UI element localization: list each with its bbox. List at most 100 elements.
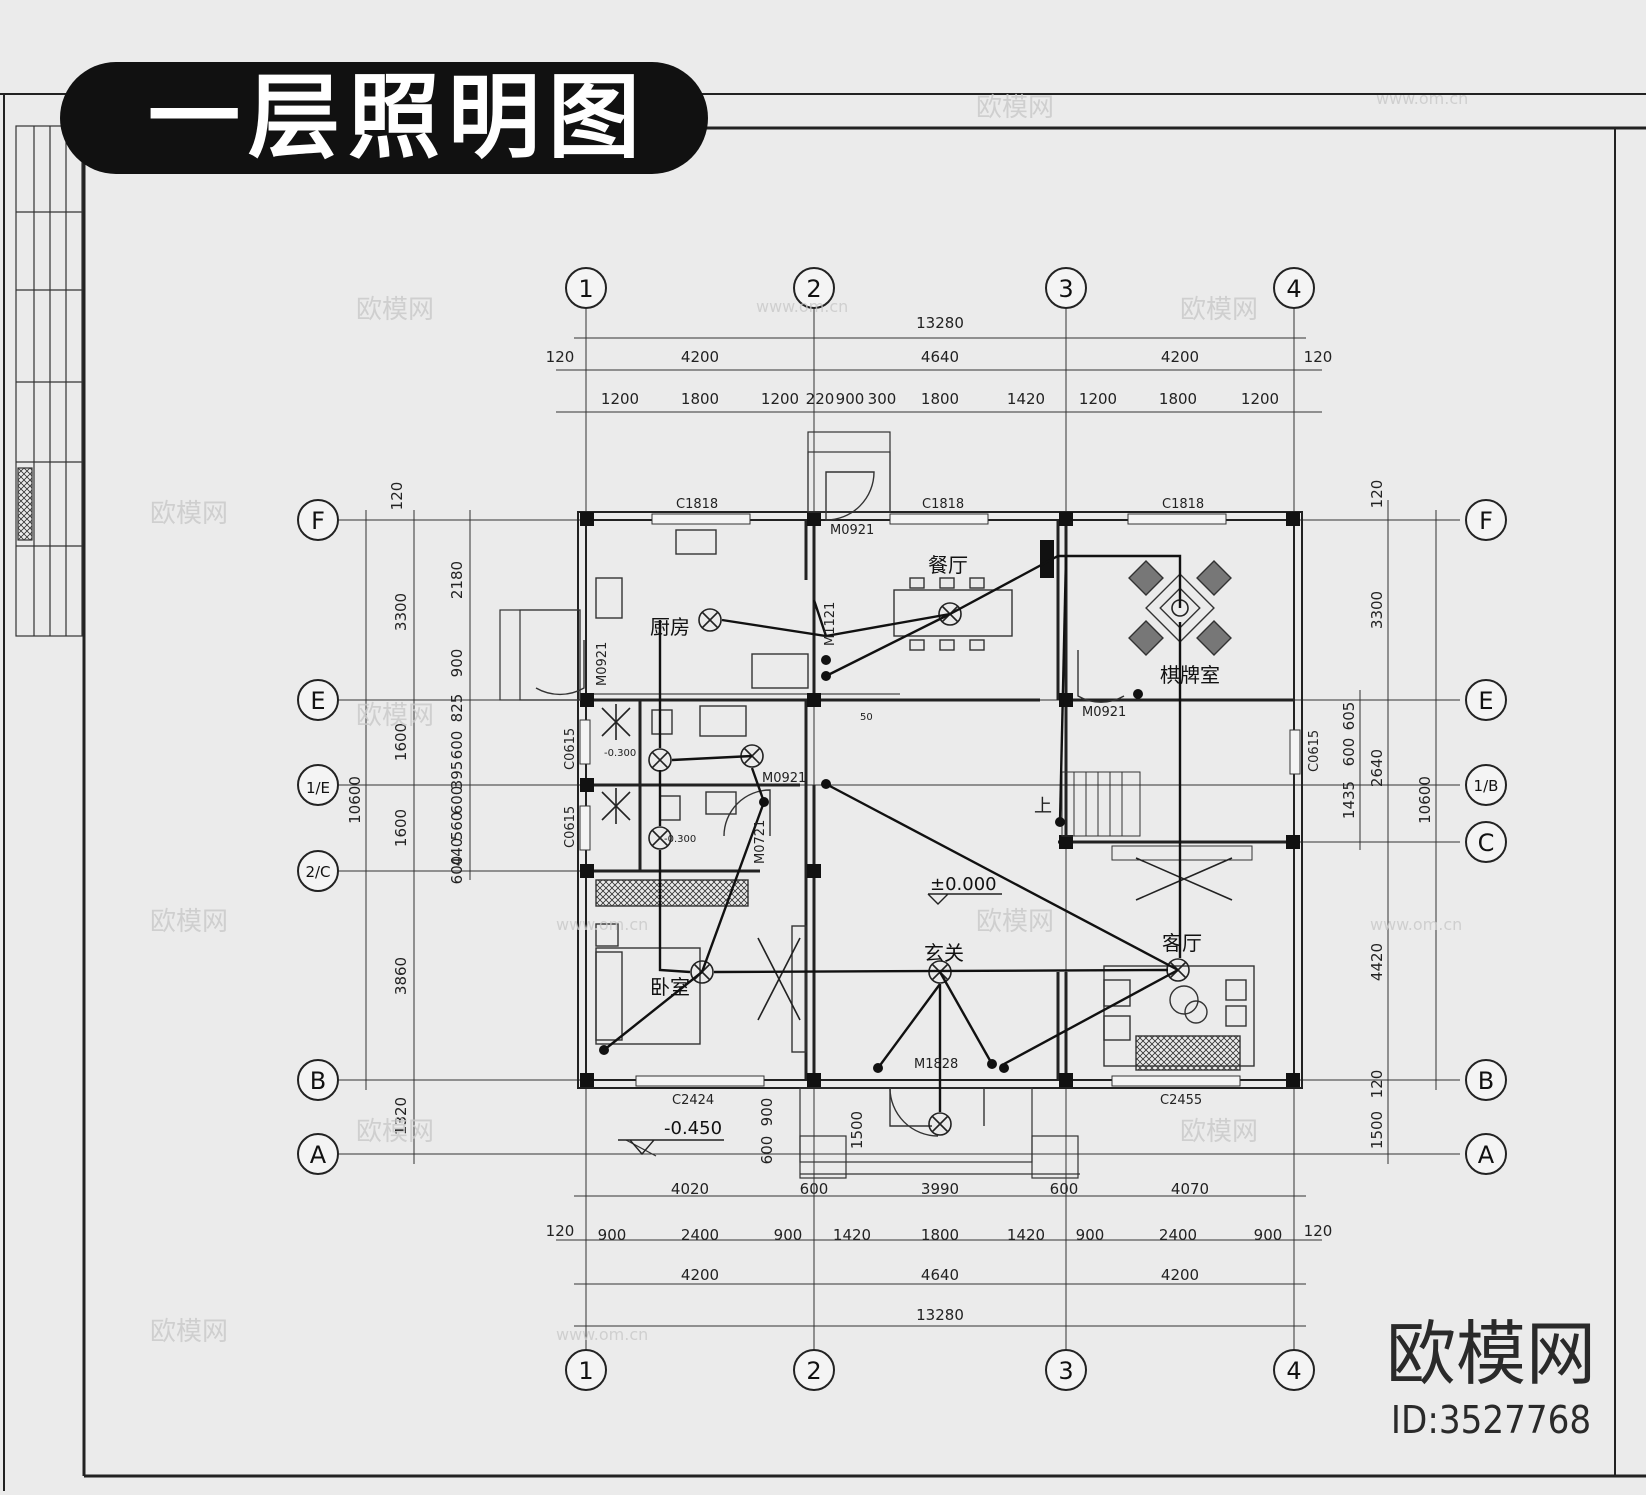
axis-bottom-4: 4 bbox=[1286, 1357, 1301, 1385]
dim-left-inner-5: 395 bbox=[448, 761, 466, 790]
dim-bottom-2-10: 900 bbox=[1254, 1226, 1283, 1244]
dim-bottom-2-6: 1800 bbox=[921, 1226, 959, 1244]
axis-right-e: E bbox=[1478, 687, 1493, 715]
dining-table bbox=[893, 589, 1013, 637]
light-entry-icon bbox=[928, 1112, 952, 1136]
dim-front-3: 1500 bbox=[848, 1111, 866, 1149]
dim-top-mid-5: 120 bbox=[1304, 348, 1333, 366]
dim-front-2: 600 bbox=[758, 1136, 776, 1165]
watermark-url-5: www.om.cn bbox=[556, 915, 648, 934]
axis-left-a: A bbox=[310, 1141, 327, 1169]
room-living-label: 客厅 bbox=[1162, 931, 1202, 955]
dim-right-inner-2: 600 bbox=[1340, 738, 1358, 767]
axis-left-2c: 2/C bbox=[305, 863, 330, 881]
axis-top-1: 1 bbox=[578, 275, 593, 303]
dim-right-mid-2: 3300 bbox=[1368, 591, 1386, 629]
dim-top-mid-1: 120 bbox=[546, 348, 575, 366]
chess-table bbox=[1145, 573, 1215, 643]
furniture bbox=[595, 529, 1255, 1071]
dim-left-inner-7: 560 bbox=[448, 812, 466, 841]
stair bbox=[1061, 771, 1253, 861]
dim-left-mid-4: 1600 bbox=[392, 809, 410, 847]
window-c0615-b: C0615 bbox=[563, 806, 578, 848]
watermark-url-6: www.om.cn bbox=[556, 1325, 648, 1344]
dim-bottom-2-1: 120 bbox=[546, 1222, 575, 1240]
axis-left-f: F bbox=[311, 507, 325, 535]
watermark-4: 欧模网 bbox=[150, 907, 228, 937]
watermark-url-2: www.om.cn bbox=[756, 297, 848, 316]
axis-left-b: B bbox=[310, 1067, 326, 1095]
brand-logo: 欧模网 bbox=[1386, 1313, 1596, 1395]
dim-top-detail-10: 1800 bbox=[1159, 390, 1197, 408]
dim-right-mid-3: 2640 bbox=[1368, 749, 1386, 787]
doors bbox=[535, 471, 1125, 1137]
dim-right-inner-3: 1435 bbox=[1340, 781, 1358, 819]
vertical-dimension-texts: 10600 120 3300 1600 1600 3860 1320 2180 … bbox=[346, 480, 1434, 1165]
window-c0615-right: C0615 bbox=[1307, 730, 1322, 772]
watermark-8: 欧模网 bbox=[1180, 295, 1258, 325]
axis-left-e: E bbox=[310, 687, 325, 715]
sill-level-a: -0.300 bbox=[604, 748, 636, 759]
watermark-6: 欧模网 bbox=[150, 1317, 228, 1347]
title-banner bbox=[60, 62, 708, 174]
fan-wc1-icon bbox=[601, 704, 631, 740]
dimension-texts: 13280 120 4200 4640 4200 120 1200 1800 1… bbox=[546, 314, 1333, 1324]
door-m0921-wc: M0921 bbox=[762, 771, 806, 786]
dim-left-mid-5: 3860 bbox=[392, 957, 410, 995]
dim-bottom-2-9: 2400 bbox=[1159, 1226, 1197, 1244]
dim-bottom-2-7: 1420 bbox=[1007, 1226, 1045, 1244]
watermark-url-3: www.om.cn bbox=[1376, 89, 1468, 108]
room-foyer-label: 玄关 bbox=[924, 941, 964, 965]
light-kitchen-icon bbox=[698, 608, 722, 632]
dim-top-detail-2: 1800 bbox=[681, 390, 719, 408]
watermark-5: 欧模网 bbox=[356, 1117, 434, 1147]
dim-bottom-1-1: 4020 bbox=[671, 1180, 709, 1198]
dim-left-inner-6: 600 bbox=[448, 786, 466, 815]
sill-level-b: -0.300 bbox=[664, 834, 696, 845]
watermark-3: 欧模网 bbox=[356, 701, 434, 731]
axis-bottom-2: 2 bbox=[806, 1357, 821, 1385]
door-m0921-chess: M0921 bbox=[1082, 705, 1126, 720]
windows bbox=[579, 513, 1301, 1087]
pendant-foyer-icon bbox=[757, 937, 801, 1021]
dim-left-inner-1: 2180 bbox=[448, 561, 466, 599]
dim-bottom-2-3: 2400 bbox=[681, 1226, 719, 1244]
wiring bbox=[603, 554, 1182, 1112]
axis-labels: 1 2 3 4 1 2 3 4 F E 1/E 2/C B A F E 1/B … bbox=[305, 275, 1498, 1385]
dim-bottom-1-2: 600 bbox=[800, 1180, 829, 1198]
door-m0721: M0721 bbox=[753, 820, 768, 864]
switch-dining-icon bbox=[821, 655, 831, 665]
dim-bottom-2-5: 1420 bbox=[833, 1226, 871, 1244]
dim-right-mid-1: 120 bbox=[1368, 480, 1386, 509]
axis-top-3: 3 bbox=[1058, 275, 1073, 303]
sheet-border bbox=[0, 93, 1646, 1491]
dim-bottom-3-1: 4200 bbox=[681, 1266, 719, 1284]
dim-top-detail-11: 1200 bbox=[1241, 390, 1279, 408]
door-m1828: M1828 bbox=[914, 1057, 958, 1072]
dim-left-mid-1: 120 bbox=[388, 482, 406, 511]
dim-right-inner-1: 605 bbox=[1340, 702, 1358, 731]
watermark-1: 欧模网 bbox=[356, 295, 434, 325]
dim-bottom-1-3: 3990 bbox=[921, 1180, 959, 1198]
axis-top-4: 4 bbox=[1286, 275, 1301, 303]
dim-left-inner-9: 600 bbox=[448, 856, 466, 885]
dim-top-mid-4: 4200 bbox=[1161, 348, 1199, 366]
watermark-url-4: www.om.cn bbox=[1370, 915, 1462, 934]
dim-right-total: 10600 bbox=[1416, 776, 1434, 824]
dim-bottom-2-8: 900 bbox=[1076, 1226, 1105, 1244]
dim-top-detail-4: 220 bbox=[806, 390, 835, 408]
columns bbox=[580, 512, 1300, 1087]
window-c1818-a: C1818 bbox=[676, 497, 718, 512]
dim-bottom-3-2: 4640 bbox=[921, 1266, 959, 1284]
dim-top-detail-8: 1420 bbox=[1007, 390, 1045, 408]
axis-right-a: A bbox=[1478, 1141, 1495, 1169]
axis-right-f: F bbox=[1479, 507, 1493, 535]
window-c2455: C2455 bbox=[1160, 1093, 1202, 1108]
window-c0615-a: C0615 bbox=[563, 728, 578, 770]
dim-left-inner-3: 825 bbox=[448, 694, 466, 723]
stair-up-label: 上 bbox=[1034, 796, 1052, 817]
switch-living-icon bbox=[999, 1063, 1009, 1073]
dim-bottom-1-5: 4070 bbox=[1171, 1180, 1209, 1198]
